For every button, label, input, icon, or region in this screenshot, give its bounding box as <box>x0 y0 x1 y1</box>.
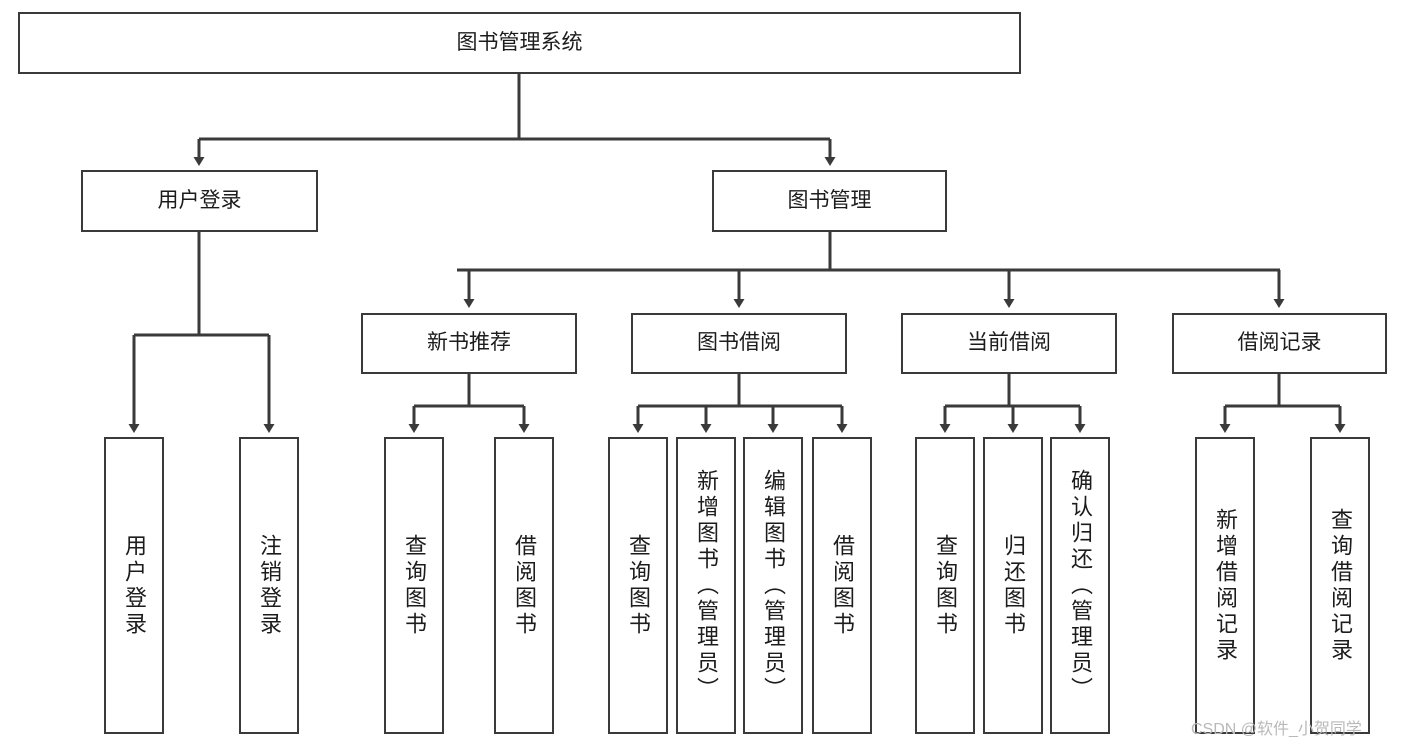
node-book-management[interactable]: 图书管理 <box>712 170 947 232</box>
node-new-book-recommend[interactable]: 新书推荐 <box>361 313 577 374</box>
node-user-login-label: 用户登录 <box>157 188 242 212</box>
node-current-borrow[interactable]: 当前借阅 <box>901 313 1117 374</box>
leaf-br-query-record[interactable]: 查询借阅记录 <box>1310 437 1370 734</box>
node-book-management-label: 图书管理 <box>787 188 872 212</box>
leaf-user-login-label: 用户登录 <box>122 533 147 638</box>
leaf-br-add-record-label: 新增借阅记录 <box>1213 507 1238 664</box>
node-user-login[interactable]: 用户登录 <box>81 170 318 232</box>
leaf-br-add-record[interactable]: 新增借阅记录 <box>1195 437 1255 734</box>
leaf-logout-label: 注销登录 <box>257 533 282 638</box>
leaf-br-query-record-label: 查询借阅记录 <box>1328 507 1353 664</box>
leaf-nb-query-book[interactable]: 查询图书 <box>384 437 444 734</box>
node-book-borrow[interactable]: 图书借阅 <box>631 313 847 374</box>
node-current-borrow-label: 当前借阅 <box>967 331 1051 355</box>
leaf-bb-add-book-admin[interactable]: 新增图书（管理员） <box>676 437 736 734</box>
leaf-cb-query-book-label: 查询图书 <box>933 533 958 638</box>
leaf-nb-query-book-label: 查询图书 <box>402 533 427 638</box>
node-root[interactable]: 图书管理系统 <box>18 12 1021 74</box>
leaf-cb-confirm-return-admin-label: 确认归还（管理员） <box>1068 468 1093 703</box>
node-borrow-record[interactable]: 借阅记录 <box>1172 313 1387 374</box>
leaf-bb-borrow-book-label: 借阅图书 <box>830 533 855 638</box>
leaf-bb-add-book-admin-label: 新增图书（管理员） <box>694 468 719 703</box>
leaf-cb-query-book[interactable]: 查询图书 <box>915 437 975 734</box>
leaf-bb-query-book[interactable]: 查询图书 <box>608 437 668 734</box>
node-root-label: 图书管理系统 <box>456 30 583 54</box>
leaf-cb-confirm-return-admin[interactable]: 确认归还（管理员） <box>1050 437 1110 734</box>
leaf-cb-return-book-label: 归还图书 <box>1001 533 1026 638</box>
leaf-nb-borrow-book-label: 借阅图书 <box>512 533 537 638</box>
leaf-nb-borrow-book[interactable]: 借阅图书 <box>494 437 554 734</box>
leaf-bb-borrow-book[interactable]: 借阅图书 <box>812 437 872 734</box>
node-borrow-record-label: 借阅记录 <box>1237 331 1322 355</box>
watermark-text: CSDN @软件_小贺同学 <box>1191 721 1362 738</box>
leaf-bb-query-book-label: 查询图书 <box>626 533 651 638</box>
leaf-bb-edit-book-admin[interactable]: 编辑图书（管理员） <box>743 437 803 734</box>
node-book-borrow-label: 图书借阅 <box>697 331 781 355</box>
leaf-logout[interactable]: 注销登录 <box>239 437 299 734</box>
leaf-cb-return-book[interactable]: 归还图书 <box>983 437 1043 734</box>
node-new-book-recommend-label: 新书推荐 <box>427 331 511 355</box>
leaf-user-login[interactable]: 用户登录 <box>104 437 164 734</box>
leaf-bb-edit-book-admin-label: 编辑图书（管理员） <box>761 468 786 703</box>
